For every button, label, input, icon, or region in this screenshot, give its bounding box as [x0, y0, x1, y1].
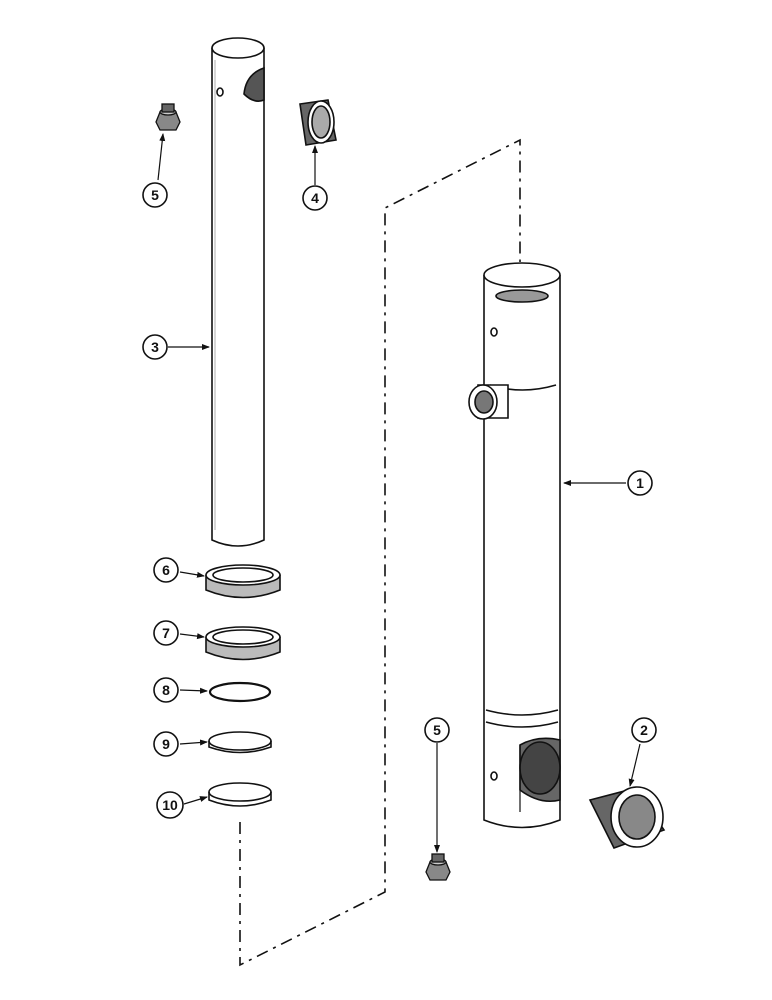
- svg-text:7: 7: [162, 625, 170, 641]
- callout-6: 6: [153, 557, 179, 583]
- svg-text:6: 6: [162, 562, 170, 578]
- svg-text:5: 5: [151, 187, 159, 203]
- bushing-large: [588, 786, 666, 849]
- callout-4: 4: [302, 185, 328, 211]
- svg-text:4: 4: [311, 190, 319, 206]
- svg-text:3: 3: [151, 339, 159, 355]
- seal-6: [205, 564, 281, 599]
- svg-text:10: 10: [162, 797, 178, 813]
- callout-3: 3: [142, 334, 168, 360]
- piston-rod: [211, 37, 265, 547]
- callout-5-upper: 5: [142, 182, 168, 208]
- svg-text:5: 5: [433, 722, 441, 738]
- svg-text:2: 2: [640, 722, 648, 738]
- svg-text:9: 9: [162, 736, 170, 752]
- callout-10: 10: [156, 791, 184, 819]
- grease-fitting-upper: [155, 103, 181, 131]
- callout-8: 8: [153, 677, 179, 703]
- assembly-dash-line: [239, 138, 521, 967]
- bushing-small: [299, 99, 337, 146]
- leader-lines: [157, 133, 641, 853]
- callout-7: 7: [153, 620, 179, 646]
- ring-10: [208, 782, 272, 807]
- o-ring-8: [208, 681, 272, 703]
- cylinder-barrel: [468, 262, 561, 829]
- callout-5-lower: 5: [424, 717, 450, 743]
- seal-7: [205, 626, 281, 661]
- grease-fitting-lower: [425, 853, 451, 881]
- callout-2: 2: [631, 717, 657, 743]
- callout-9: 9: [153, 731, 179, 757]
- svg-text:1: 1: [636, 475, 644, 491]
- callout-1: 1: [627, 470, 653, 496]
- svg-text:8: 8: [162, 682, 170, 698]
- ring-9: [208, 731, 272, 754]
